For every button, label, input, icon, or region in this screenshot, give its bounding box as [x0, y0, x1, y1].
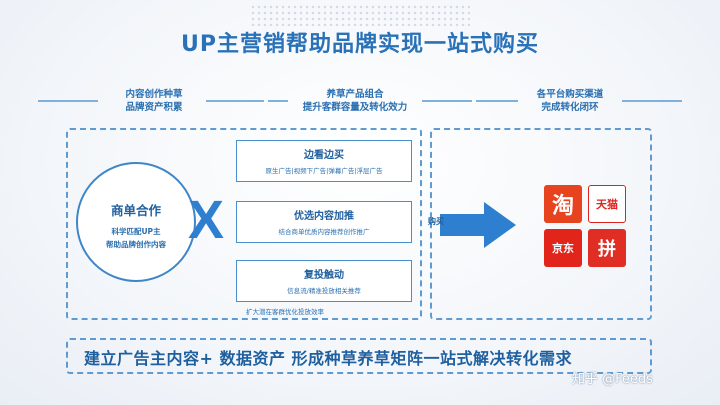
cross-symbol: X — [187, 190, 225, 250]
header-line-left-b — [206, 100, 264, 102]
stage-3-line2: 完成转化闭环 — [541, 102, 599, 113]
option-3-title: 复投触动 — [304, 270, 344, 281]
stage-2-line2: 提升客群容量及转化效力 — [302, 102, 408, 113]
circle-sub-line1: 科学匹配UP主 — [111, 227, 161, 236]
stage-1-line1: 内容创作种草 — [125, 89, 183, 100]
option-2-tags: 结合商单优质内容推荐创作推广 — [278, 228, 370, 236]
circle-sub: 科学匹配UP主 帮助品牌创作内容 — [78, 225, 194, 251]
bottom-banner-text: 建立广告主内容+ 数据资产 形成种草养草矩阵一站式解决转化需求 — [84, 349, 573, 368]
left-dashed-panel — [66, 128, 422, 320]
tmall-glyph: 天猫 — [596, 198, 618, 211]
circle-sub-line2: 帮助品牌创作内容 — [106, 240, 166, 249]
pinduoduo-icon: 拼 — [588, 229, 626, 267]
option-2-title: 优选内容加推 — [294, 211, 354, 222]
decorative-dot-pattern — [250, 4, 470, 26]
buy-arrow-icon — [440, 202, 516, 248]
jd-glyph: 京东 — [552, 242, 574, 255]
stage-header-2: 养草产品组合 提升客群容量及转化效力 — [290, 88, 420, 114]
option-1-title: 边看边买 — [304, 150, 344, 161]
option-box-3: 复投触动 信息流/精准投放相关推荐 — [236, 260, 412, 302]
pinduoduo-glyph: 拼 — [598, 239, 616, 260]
option-box-2: 优选内容加推 结合商单优质内容推荐创作推广 — [236, 201, 412, 243]
page-title: UP主营销帮助品牌实现一站式购买 — [181, 32, 539, 57]
jd-icon: 京东 — [544, 229, 582, 267]
header-line-mid-b — [422, 100, 472, 102]
header-line-right-a — [476, 100, 518, 102]
stage-header-3: 各平台购买渠道 完成转化闭环 — [520, 88, 620, 114]
buy-label: 购买 — [428, 217, 444, 226]
header-line-mid-a — [268, 100, 288, 102]
platform-icon-grid: 淘 天猫 京东 拼 — [544, 185, 626, 271]
right-dashed-panel — [430, 128, 652, 320]
option-3-tags: 信息流/精准投放相关推荐 — [287, 287, 361, 295]
watermark: 知乎 @Feeds — [572, 372, 653, 387]
header-line-left-a — [38, 100, 98, 102]
bottom-banner-frame — [66, 338, 652, 374]
footnote: 扩大潜在客群优化投放效率 — [246, 308, 324, 316]
tmall-icon: 天猫 — [588, 185, 626, 223]
stage-1-line2: 品牌资产积累 — [125, 102, 183, 113]
stage-2-line1: 养草产品组合 — [326, 89, 384, 100]
header-line-right-b — [622, 100, 682, 102]
taobao-icon: 淘 — [544, 185, 582, 223]
stage-3-line1: 各平台购买渠道 — [536, 89, 604, 100]
stage-header-1: 内容创作种草 品牌资产积累 — [104, 88, 204, 114]
circle-title: 商单合作 — [110, 203, 161, 218]
business-cooperation-circle: 商单合作 科学匹配UP主 帮助品牌创作内容 — [76, 162, 196, 282]
taobao-glyph: 淘 — [551, 194, 574, 219]
option-1-tags: 原生广告|视频下广告|弹幕广告|浮层广告 — [265, 167, 383, 175]
option-box-1: 边看边买 原生广告|视频下广告|弹幕广告|浮层广告 — [236, 140, 412, 182]
